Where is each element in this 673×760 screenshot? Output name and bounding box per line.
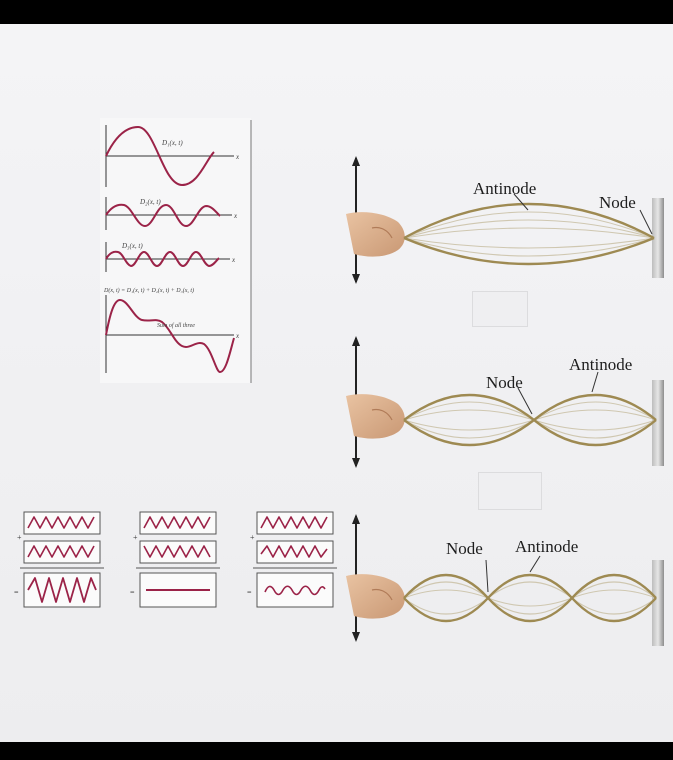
d3-wave-plot: D₃(x, t) x (105, 242, 236, 272)
panel3-arrow-down (352, 632, 360, 642)
bottom-black-border (0, 742, 673, 760)
col2-plus: + (133, 533, 138, 542)
d3-label: D₃(x, t) (121, 242, 143, 250)
panel2-node-pointer (517, 387, 533, 415)
d2-axis-label: x (233, 212, 238, 220)
top-black-border (0, 0, 673, 24)
panel1-string-upper (403, 202, 655, 240)
d1-axis-label: x (235, 153, 240, 161)
col1-wave-a (27, 516, 95, 529)
standing-wave-panel-2: Node Antinode (346, 336, 664, 468)
standing-wave-panel-1: Antinode Node (346, 156, 664, 284)
sum-wave (105, 298, 235, 374)
panel2-node-label: Node (486, 373, 523, 392)
d1-wave-plot: D₁(x, t) x (105, 125, 240, 187)
d1-label: D₁(x, t) (161, 139, 183, 147)
panel2-string-a (403, 393, 657, 447)
sum-label: Sum of all three (157, 322, 195, 329)
panel1-antinode-label: Antinode (473, 179, 536, 198)
panel3-hand (346, 574, 405, 619)
panel2-hand-crease (371, 408, 393, 421)
sum-axis-label: x (235, 332, 240, 340)
panel3-wall (652, 560, 664, 646)
col2-wave-b-box (139, 540, 217, 564)
panel1-hand-crease (371, 226, 393, 239)
panel2-antinode-label: Antinode (569, 355, 632, 374)
col3-equals: = (247, 588, 252, 597)
col2-equals: = (130, 588, 135, 597)
panel1-hand (346, 212, 405, 257)
panel2-wall (652, 380, 664, 466)
col3-result-wave (264, 585, 326, 596)
panel3-string-b (403, 573, 657, 623)
col2-wave-a (143, 516, 211, 529)
panel1-node-pointer (639, 209, 653, 235)
col3-wave-a (260, 516, 328, 529)
col3-result-box (256, 572, 334, 608)
interference-column-2: + = (130, 511, 220, 608)
panel2-arrow-down (352, 458, 360, 468)
panel2-antinode-pointer (591, 371, 599, 393)
col1-wave-b (27, 545, 95, 558)
panel1-arrow-up (352, 156, 360, 166)
d2-wave (105, 203, 221, 228)
col3-wave-b (260, 545, 328, 558)
faint-box-1 (472, 291, 528, 327)
sum-equation: D(x, t) = D₁(x, t) + D₂(x, t) + D₃(x, t) (103, 287, 194, 294)
col1-equals: = (14, 588, 19, 597)
interference-column-1: + = (14, 511, 104, 608)
panel2-hand (346, 394, 405, 439)
interference-column-3: + = (247, 511, 337, 608)
faint-box-2 (478, 472, 542, 510)
sum-wave-plot: D(x, t) = D₁(x, t) + D₂(x, t) + D₃(x, t)… (103, 287, 240, 374)
col1-plus: + (17, 533, 22, 542)
panel3-antinode-pointer (529, 555, 541, 573)
d3-wave (105, 250, 220, 268)
d2-label: D₂(x, t) (139, 198, 161, 206)
standing-wave-panel-3: Node Antinode (346, 514, 664, 646)
panel2-string-envelope (403, 401, 657, 439)
panel3-arrow-up (352, 514, 360, 524)
panel1-string-lower (403, 236, 655, 266)
col1-result-wave (27, 577, 97, 603)
d2-wave-plot: D₂(x, t) x (105, 197, 238, 230)
panel1-antinode-pointer (513, 193, 529, 211)
panel1-wall (652, 198, 664, 278)
col2-wave-b (143, 545, 211, 558)
d3-axis-label: x (231, 256, 236, 264)
panel2-arrow-up (352, 336, 360, 346)
superposition-panel: D₁(x, t) x D₂(x, t) x D₃(x, t) x D(x, t)… (100, 118, 252, 383)
d1-wave (105, 125, 215, 187)
panel3-hand-crease (371, 588, 393, 601)
panel3-node-pointer (485, 559, 489, 593)
panel3-string-a (403, 573, 657, 623)
panel1-arrow-down (352, 274, 360, 284)
col3-plus: + (250, 533, 255, 542)
superposition-panel-bg (100, 118, 251, 383)
panel3-string-envelope (403, 581, 657, 615)
panel2-string-b (403, 393, 657, 447)
panel3-node-label: Node (446, 539, 483, 558)
panel1-string-envelope (403, 211, 655, 257)
panel1-node-label: Node (599, 193, 636, 212)
panel3-antinode-label: Antinode (515, 537, 578, 556)
